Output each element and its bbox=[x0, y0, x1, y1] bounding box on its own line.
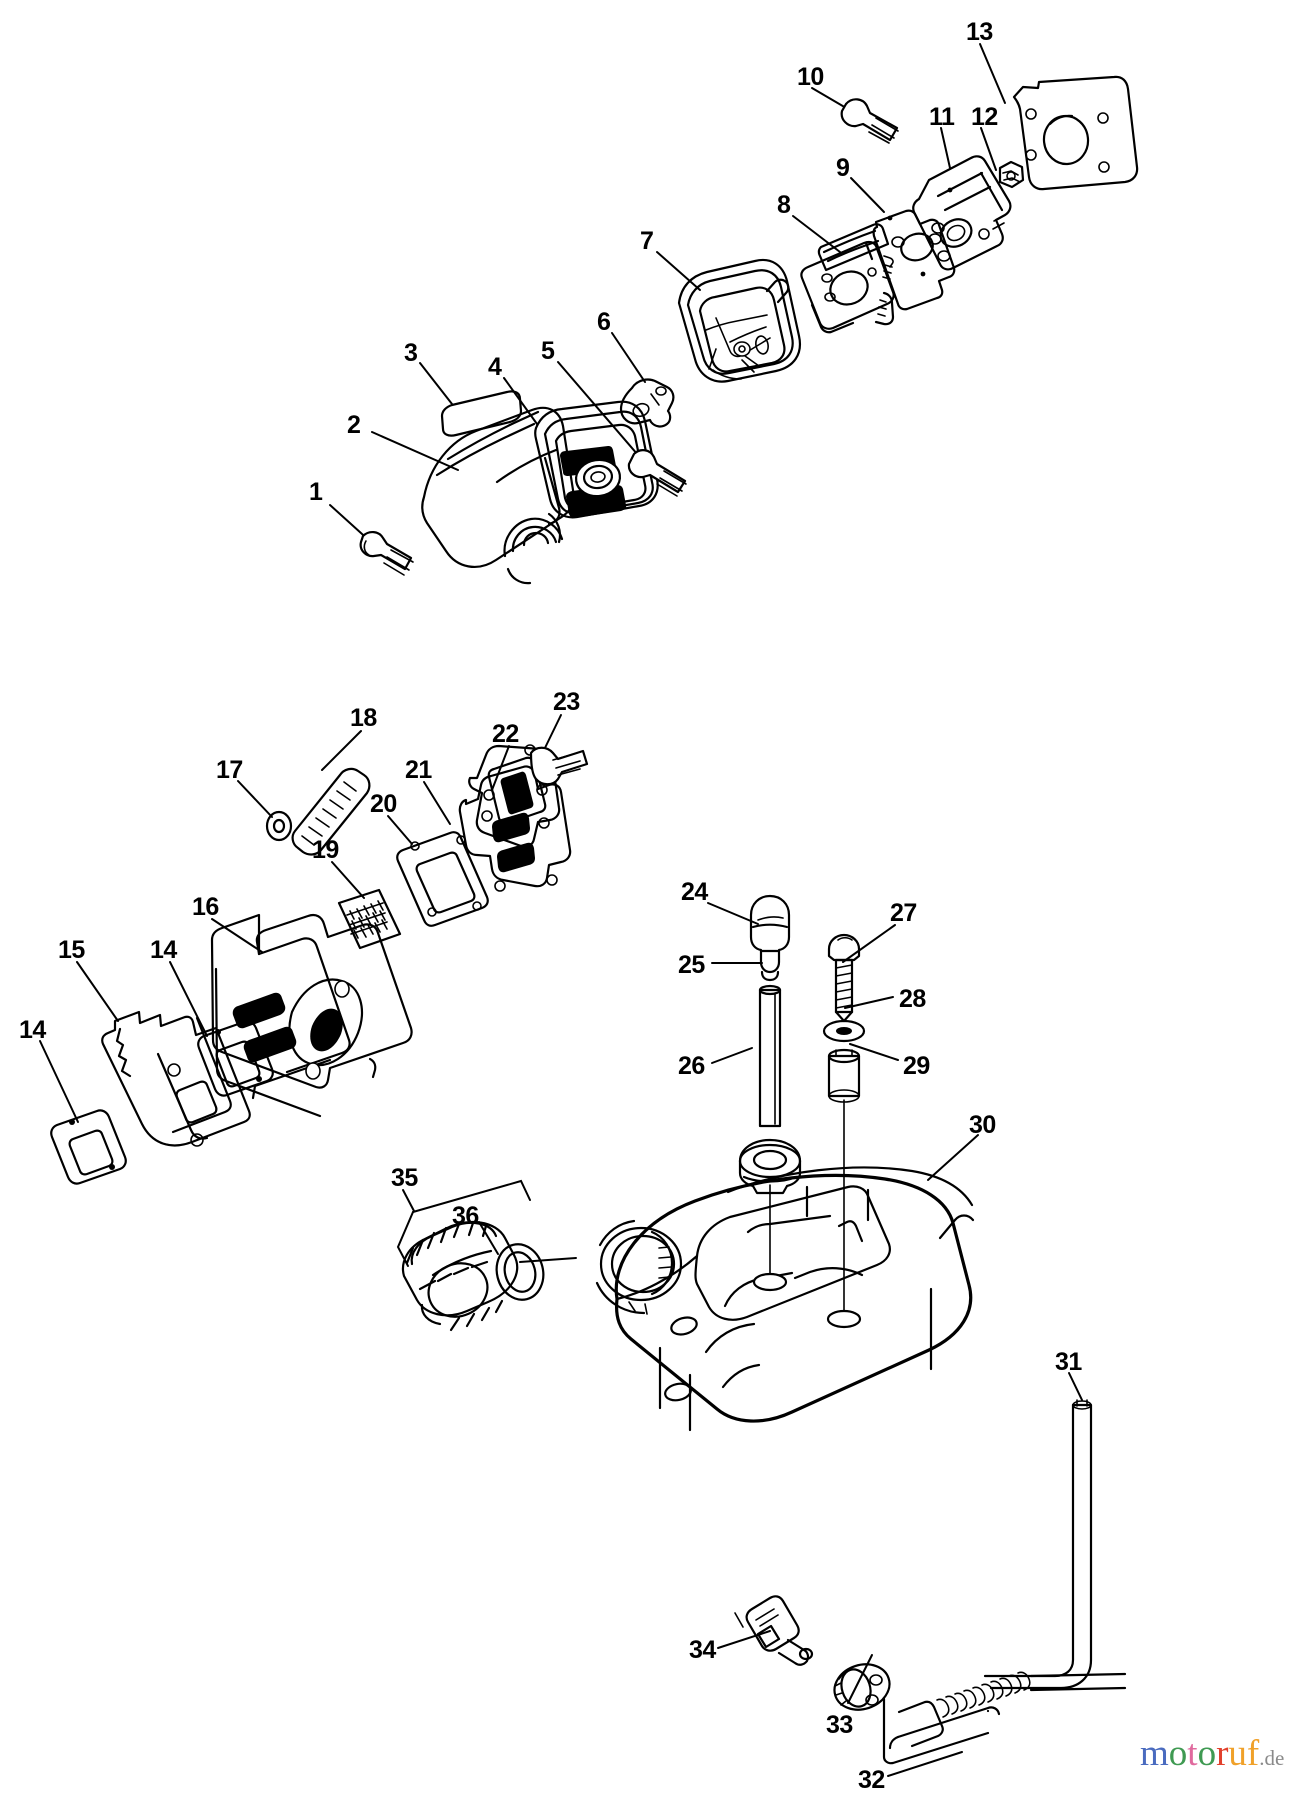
watermark-letter: u bbox=[1228, 1733, 1247, 1774]
callout-fuel-filter-grommet: 33 bbox=[826, 1711, 853, 1739]
callout-screen-spark-arrestor: 19 bbox=[312, 836, 339, 864]
part-15-heat-shield bbox=[101, 1010, 251, 1147]
part-6-choke-lever bbox=[619, 378, 675, 428]
watermark-letter: m bbox=[1140, 1733, 1169, 1774]
part-11-insulator-spacer bbox=[912, 155, 1012, 271]
callout-air-cleaner-cover: 2 bbox=[347, 411, 361, 439]
part-21-muffler-bracket bbox=[458, 765, 572, 892]
site-watermark: motoruf.de bbox=[1140, 1735, 1284, 1772]
watermark-letter: o bbox=[1168, 1733, 1188, 1774]
callout-muffler-gasket: 14 bbox=[19, 1016, 46, 1044]
callout-screw: 27 bbox=[890, 899, 917, 927]
watermark-suffix: .de bbox=[1259, 1746, 1285, 1770]
part-7-air-cleaner-base bbox=[677, 258, 801, 383]
callout-fuel-cap: 35 bbox=[391, 1164, 418, 1192]
part-23-screw bbox=[529, 746, 589, 786]
callout-washer: 28 bbox=[899, 985, 926, 1013]
part-14-muffler-gasket-left bbox=[50, 1109, 127, 1185]
callout-screw: 18 bbox=[350, 704, 377, 732]
part-34-fuel-filter bbox=[734, 1595, 814, 1666]
part-4-air-filter-element bbox=[534, 400, 659, 519]
callout-choke-lever: 6 bbox=[597, 308, 611, 336]
callout-cap-gasket-o-ring: 36 bbox=[452, 1202, 479, 1230]
callout-muffler-cover: 22 bbox=[492, 720, 519, 748]
part-12-nut bbox=[998, 160, 1025, 189]
callout-screw: 23 bbox=[553, 688, 580, 716]
part-13-intake-gasket bbox=[1012, 75, 1139, 191]
callout-carburetor-body: 8 bbox=[777, 191, 791, 219]
watermark-letter: f bbox=[1246, 1733, 1260, 1774]
callout-muffler: 16 bbox=[192, 893, 219, 921]
part-30-fuel-tank bbox=[595, 1166, 975, 1432]
part-31-fuel-return-line bbox=[983, 1399, 1093, 1690]
part-3-decal bbox=[440, 390, 523, 437]
callout-fuel-line: 25 bbox=[678, 951, 705, 979]
callout-bushing: 29 bbox=[903, 1052, 930, 1080]
part-17-washer bbox=[265, 810, 293, 842]
part-1-screw bbox=[359, 531, 414, 576]
tank-connector-lines bbox=[769, 1099, 845, 1319]
part-8-carburetor-body bbox=[800, 223, 895, 334]
callout-muffler-gasket-inner: 20 bbox=[370, 790, 397, 818]
callout-air-cleaner-base: 7 bbox=[640, 227, 654, 255]
callout-fuel-pickup-line: 32 bbox=[858, 1766, 885, 1794]
part-19-spark-arrestor-screen bbox=[337, 888, 402, 950]
part-27-screw bbox=[827, 933, 861, 1023]
part-20-muffler-gasket-inner bbox=[396, 831, 489, 927]
part-36-cap-gasket-o-ring bbox=[495, 1243, 545, 1301]
part-16-muffler bbox=[210, 913, 413, 1118]
part-32-fuel-pickup-line bbox=[882, 1671, 1127, 1765]
callout-fuel-return-line: 31 bbox=[1055, 1348, 1082, 1376]
part-18-screw bbox=[291, 767, 371, 856]
callout-washer: 17 bbox=[216, 756, 243, 784]
callout-primer-bulb: 24 bbox=[681, 878, 708, 906]
part-25-fuel-line bbox=[758, 984, 782, 1128]
callout-muffler-gasket: 14 bbox=[150, 936, 177, 964]
callout-grommet: 26 bbox=[678, 1052, 705, 1080]
callout-carburetor-gasket: 9 bbox=[836, 154, 850, 182]
part-10-screw bbox=[840, 98, 899, 144]
callout-decal: 3 bbox=[404, 339, 418, 367]
callout-muffler-bracket: 21 bbox=[405, 756, 432, 784]
callout-fuel-filter: 34 bbox=[689, 1636, 716, 1664]
callout-heat-shield: 15 bbox=[58, 936, 85, 964]
part-5-screw bbox=[627, 449, 687, 497]
part-33-fuel-filter-grommet bbox=[833, 1663, 891, 1711]
callout-fuel-tank: 30 bbox=[969, 1111, 996, 1139]
callout-air-filter-element: 4 bbox=[488, 353, 502, 381]
watermark-letter: r bbox=[1216, 1733, 1229, 1774]
callout-nut: 12 bbox=[971, 103, 998, 131]
leader-lines bbox=[39, 43, 1083, 1777]
part-24-primer-bulb bbox=[749, 894, 791, 982]
callout-screw: 1 bbox=[309, 478, 323, 506]
part-35-fuel-cap bbox=[401, 1221, 519, 1332]
callout-intake-gasket: 13 bbox=[966, 18, 993, 46]
callout-screw: 10 bbox=[797, 63, 824, 91]
watermark-letter: t bbox=[1187, 1733, 1198, 1774]
part-28-washer bbox=[822, 1019, 866, 1043]
callout-insulator-spacer: 11 bbox=[929, 103, 955, 131]
callout-screw: 5 bbox=[541, 337, 555, 365]
watermark-letter: o bbox=[1197, 1733, 1217, 1774]
